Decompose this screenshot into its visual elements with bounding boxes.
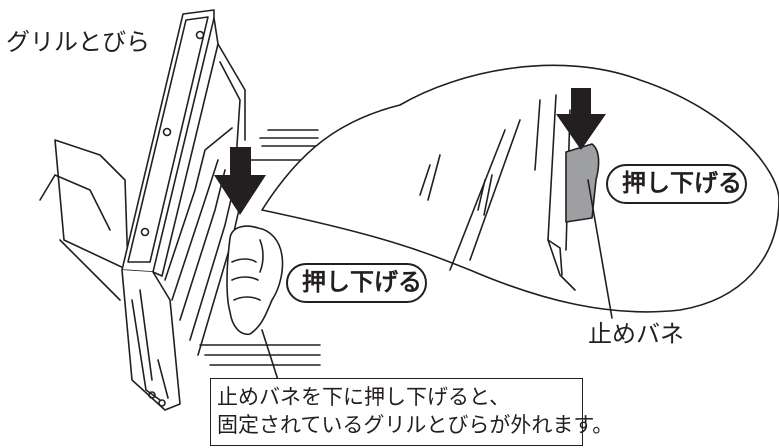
instruction-note: 止めバネを下に押し下げると、 固定されているグリルとびらが外れます。 [210,378,614,446]
push-down-badge-main: 押し下げる [286,263,427,303]
stop-spring-label: 止めバネ [588,320,684,348]
instruction-line-1: 止めバネを下に押し下げると、 [217,385,511,409]
arrow-down-main [214,147,266,215]
grill-door-label: グリルとびら [6,28,150,56]
leader-line-note [261,329,279,381]
hand [226,225,284,336]
leader-line-spring [587,179,613,319]
appliance-body [39,139,129,301]
arrow-down-zoom [556,88,606,150]
stop-spring [565,143,613,319]
push-down-badge-zoom: 押し下げる [606,164,747,204]
instruction-line-2: 固定されているグリルとびらが外れます。 [217,413,614,437]
